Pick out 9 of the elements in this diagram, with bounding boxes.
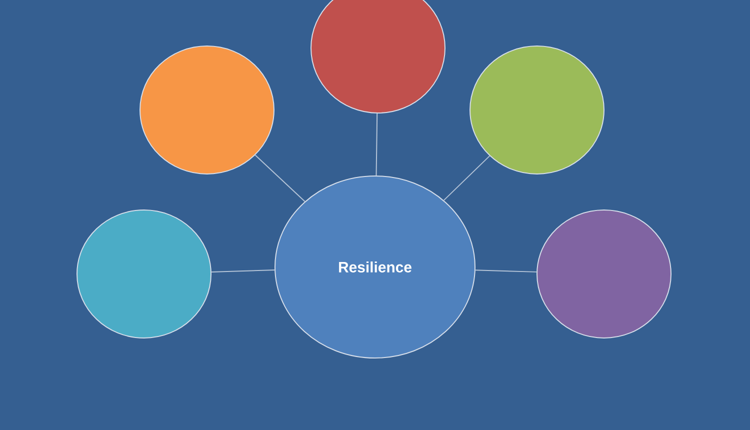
connector-line [210,270,276,272]
empty-circle [76,210,212,338]
connector-line [474,270,538,272]
connector-line [443,155,490,201]
connector-line [376,113,378,176]
empty-circle [470,46,604,174]
empty-circle [140,46,274,174]
connector-line [254,154,306,202]
empty-circle [536,210,672,338]
